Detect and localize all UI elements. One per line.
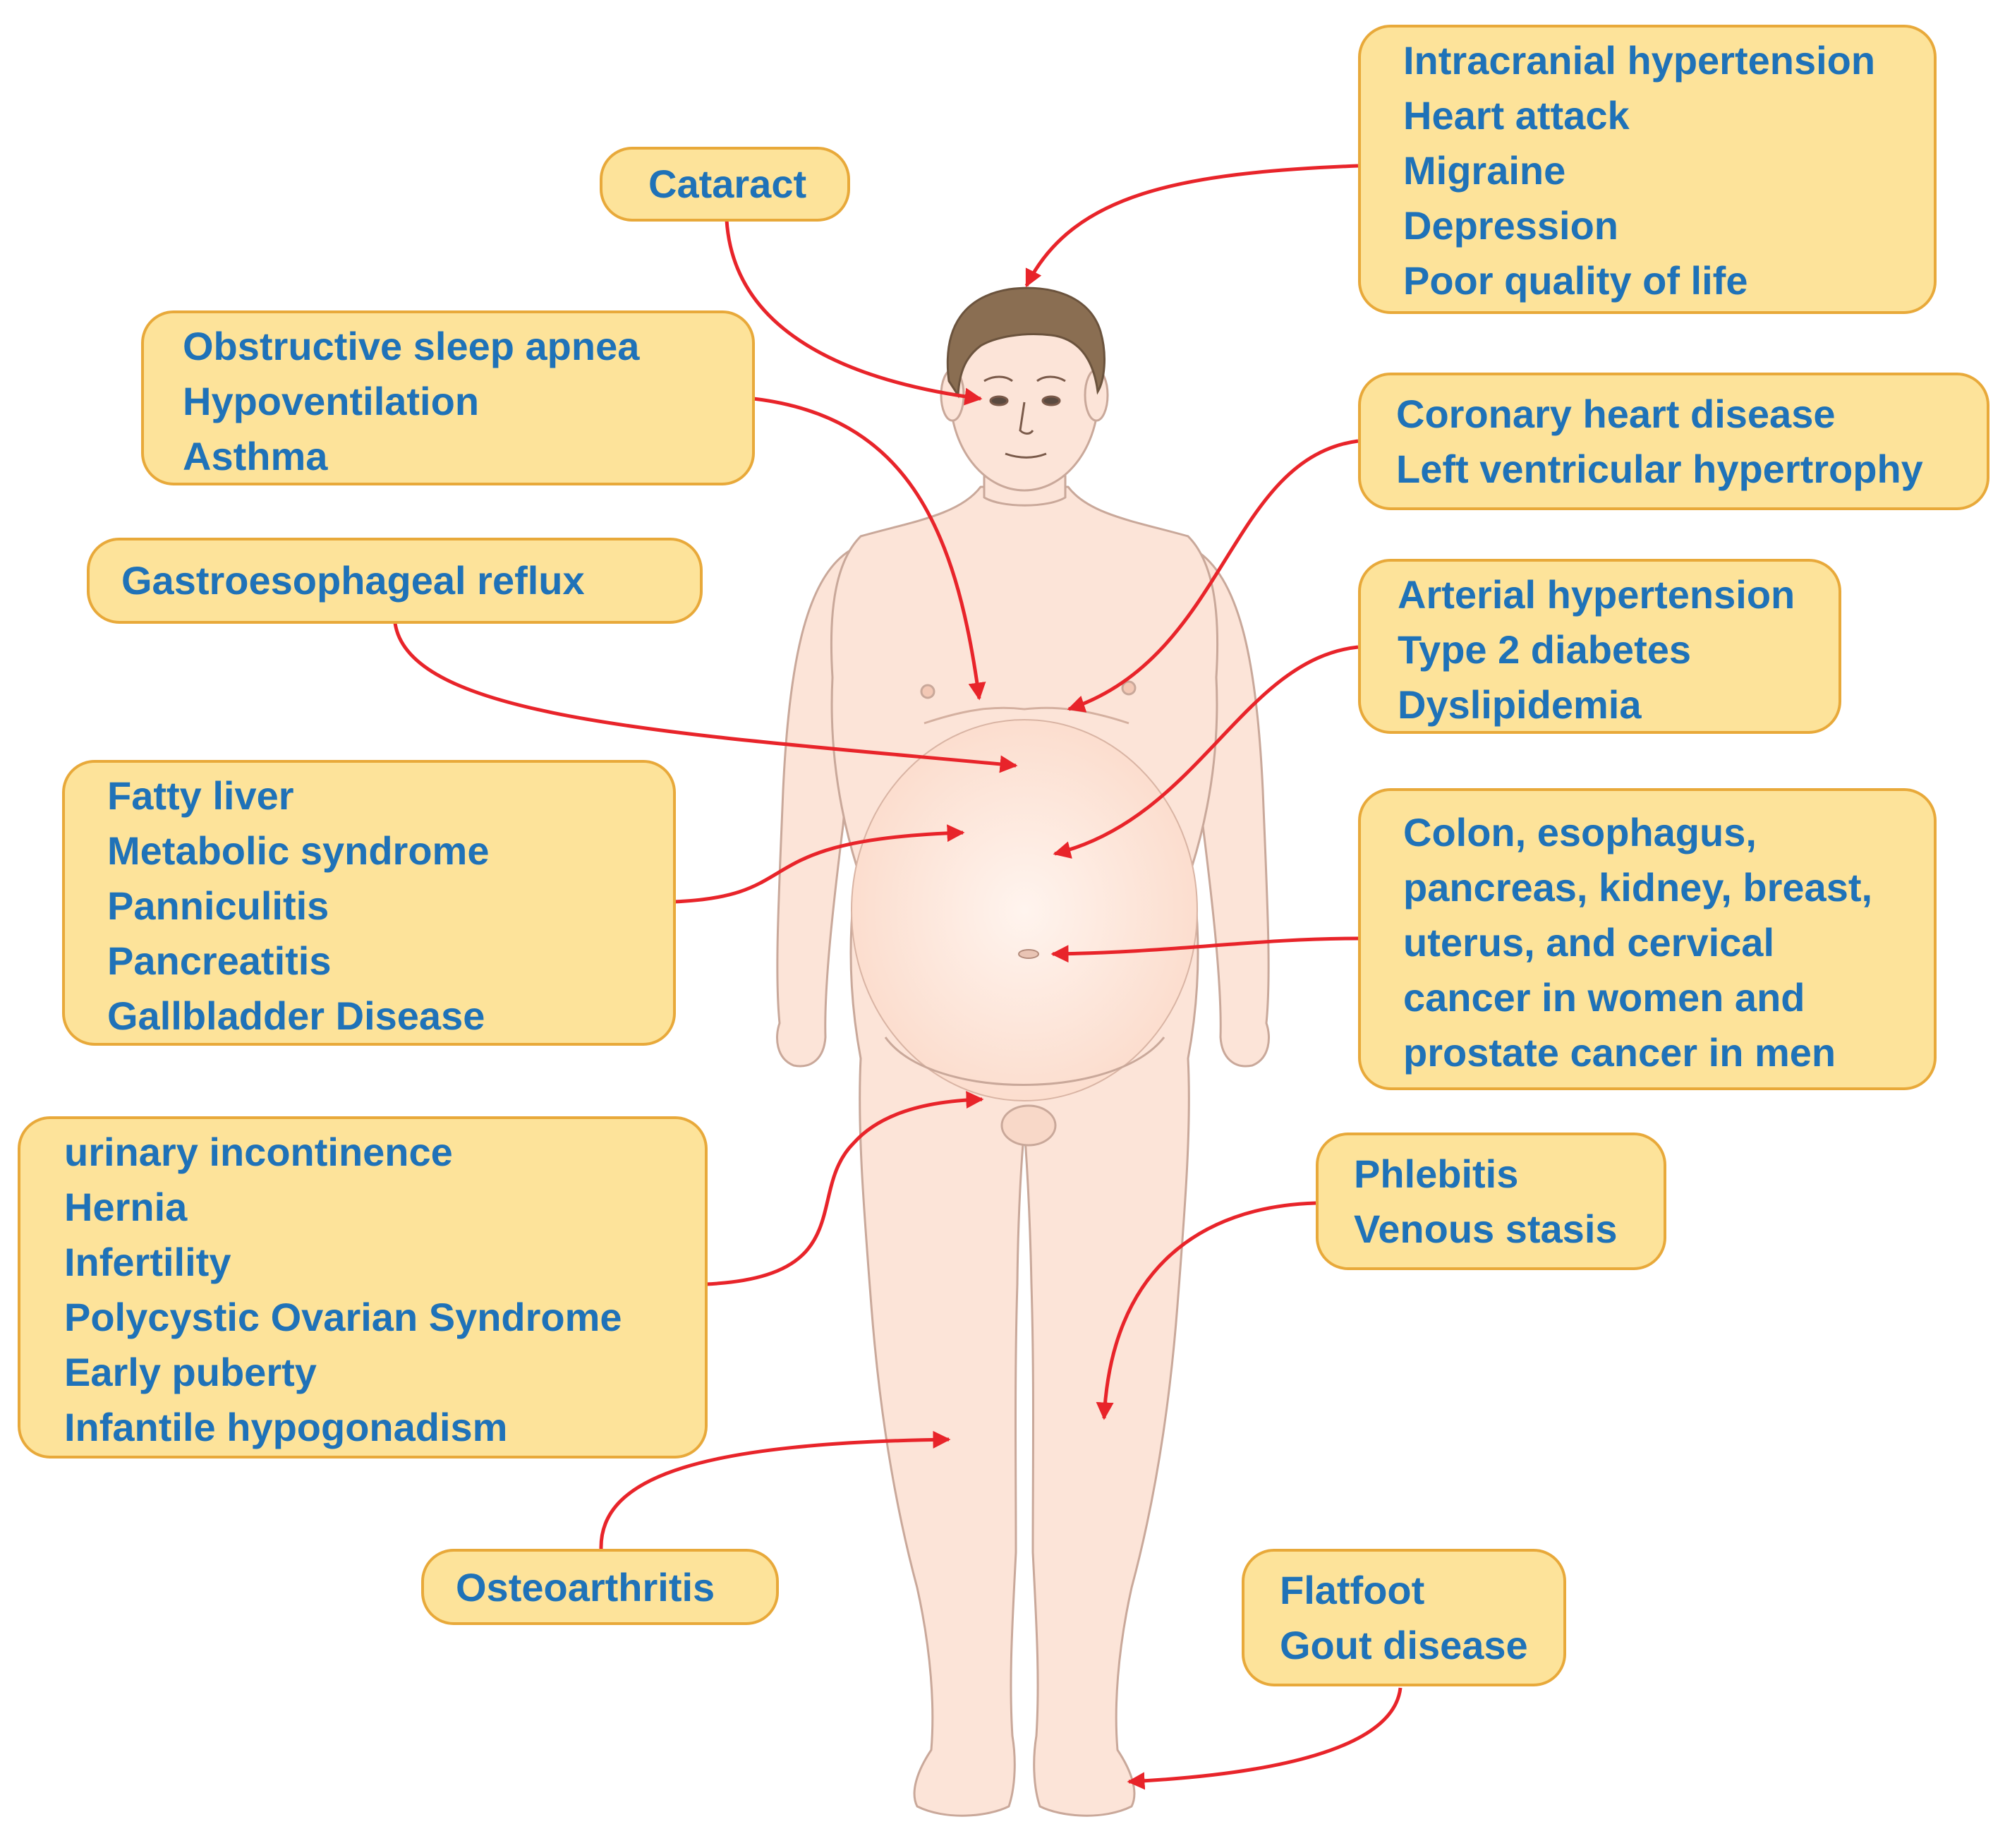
label-line: Phlebitis [1354, 1152, 1519, 1196]
arrow-reflux [393, 622, 1018, 773]
label-line: Infantile hypogonadism [64, 1405, 508, 1449]
label-line: Depression [1403, 203, 1618, 248]
label-line: Gallbladder Disease [107, 994, 485, 1038]
arrow-sleep [753, 397, 986, 701]
label-line: Pancreatitis [107, 938, 332, 983]
left-nipple [920, 684, 935, 699]
label-line: Flatfoot [1280, 1568, 1425, 1612]
label-line: Polycystic Ovarian Syndrome [64, 1295, 622, 1339]
label-line: Venous stasis [1354, 1207, 1618, 1251]
label-line: Cataract [648, 162, 807, 206]
label-line: Obstructive sleep apnea [183, 324, 640, 368]
box-sleep: Obstructive sleep apnea Hypoventilation … [141, 310, 755, 485]
arrow-cataract [725, 219, 983, 406]
groin [1000, 1104, 1057, 1147]
label-line: Osteoarthritis [456, 1565, 715, 1610]
arrow-flatfoot [1127, 1687, 1403, 1790]
arrow-arterial [1053, 645, 1359, 859]
label-line: urinary incontinence [64, 1130, 453, 1174]
box-reflux: Gastroesophageal reflux [87, 538, 703, 624]
box-liver: Fatty liver Metabolic syndrome Panniculi… [62, 760, 676, 1046]
label-line: Panniculitis [107, 883, 329, 928]
arrows [393, 164, 1403, 1790]
face-features [983, 375, 1066, 459]
label-line: Hernia [64, 1185, 188, 1229]
navel [1018, 949, 1039, 959]
arrow-coronary [1067, 439, 1359, 713]
label-line: Dyslipidemia [1398, 682, 1642, 727]
belly [851, 719, 1198, 1101]
label-line: uterus, and cervical [1403, 920, 1775, 965]
label-line: Colon, esophagus, [1403, 810, 1757, 854]
box-arterial: Arterial hypertension Type 2 diabetes Dy… [1358, 559, 1841, 734]
label-line: Intracranial hypertension [1403, 38, 1876, 83]
box-urinary: urinary incontinence Hernia Infertility … [18, 1116, 708, 1459]
box-coronary: Coronary heart disease Left ventricular … [1358, 373, 1989, 510]
label-line: Early puberty [64, 1350, 317, 1394]
arrow-cancer [1050, 936, 1359, 963]
box-phlebitis: Phlebitis Venous stasis [1316, 1133, 1666, 1270]
label-line: pancreas, kidney, breast, [1403, 865, 1873, 910]
arrow-urinary [705, 1091, 984, 1286]
label-line: Heart attack [1403, 93, 1630, 138]
box-osteo: Osteoarthritis [421, 1549, 779, 1625]
human-figure-icon [776, 298, 1270, 1817]
arrow-osteo [599, 1430, 951, 1550]
label-line: Poor quality of life [1403, 258, 1748, 303]
label-line: Fatty liver [107, 773, 294, 818]
chest-fold [923, 706, 1129, 725]
body-trunk [830, 485, 1219, 1817]
belly-fold [884, 1037, 1165, 1086]
box-head-symptoms: Intracranial hypertension Heart attack M… [1358, 25, 1937, 314]
arrow-head [1024, 164, 1359, 288]
right-nipple [1121, 680, 1137, 696]
label-line: Infertility [64, 1240, 231, 1284]
label-line: cancer in women and [1403, 975, 1805, 1020]
label-line: Coronary heart disease [1396, 392, 1836, 436]
hair [946, 286, 1106, 399]
label-line: Asthma [183, 434, 328, 478]
label-line: Gastroesophageal reflux [121, 558, 585, 603]
label-line: Metabolic syndrome [107, 828, 490, 873]
arrow-liver [673, 824, 965, 904]
label-line: Gout disease [1280, 1623, 1528, 1667]
arrow-phlebitis [1096, 1201, 1316, 1420]
label-line: Type 2 diabetes [1398, 627, 1692, 672]
label-line: Left ventricular hypertrophy [1396, 447, 1923, 491]
box-flatfoot: Flatfoot Gout disease [1242, 1549, 1566, 1686]
box-cataract: Cataract [600, 147, 850, 222]
label-line: Arterial hypertension [1398, 572, 1795, 617]
label-line: Hypoventilation [183, 379, 480, 423]
label-line: prostate cancer in men [1403, 1030, 1836, 1075]
label-line: Migraine [1403, 148, 1566, 193]
box-cancer: Colon, esophagus, pancreas, kidney, brea… [1358, 788, 1937, 1090]
